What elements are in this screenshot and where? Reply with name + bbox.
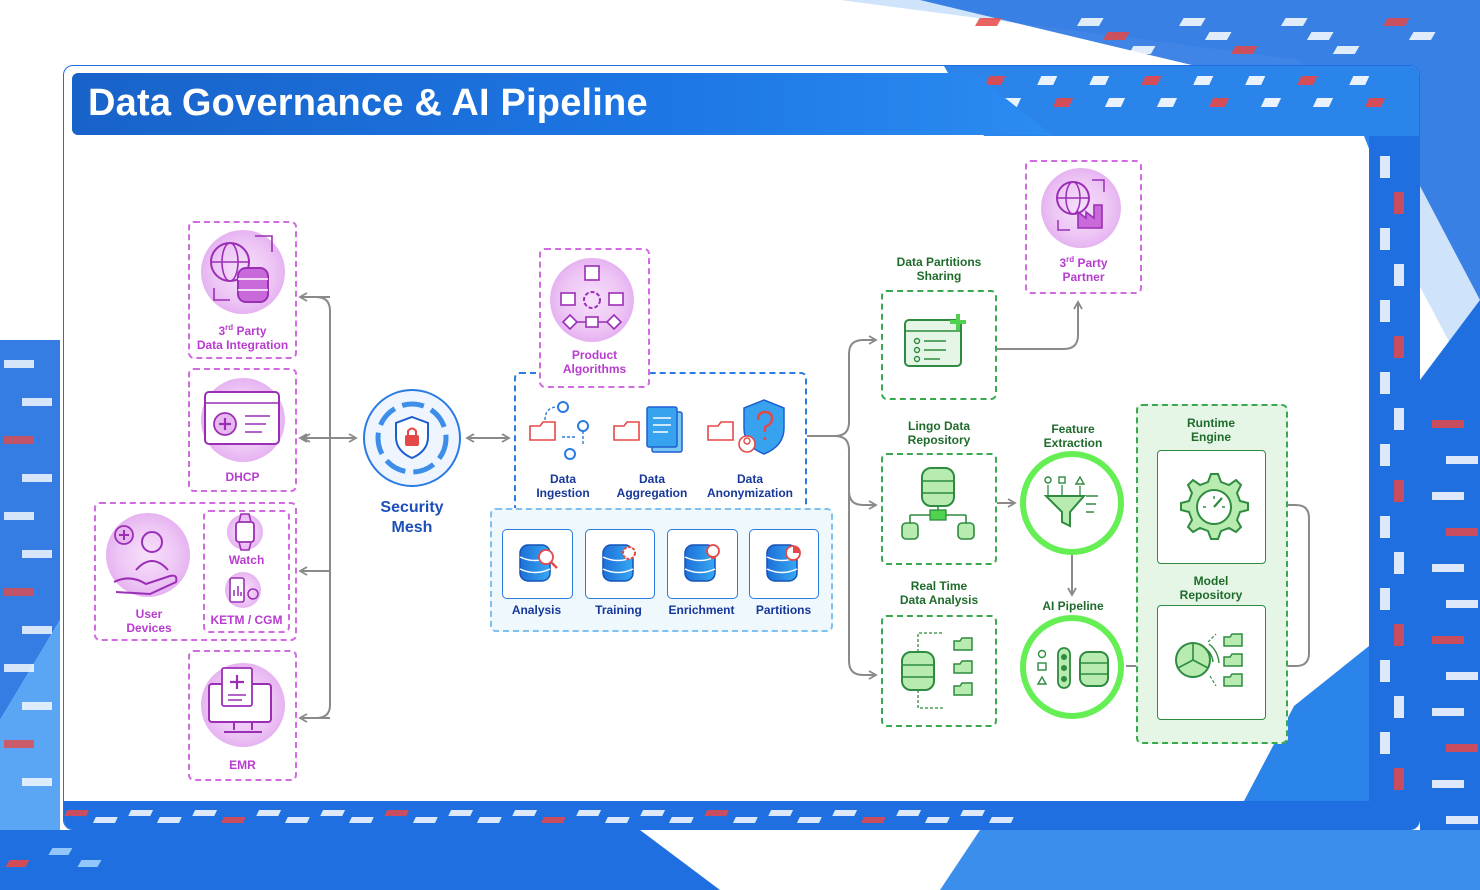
page-title: Data Governance & AI Pipeline — [88, 82, 648, 124]
storage-label-analysis: Analysis — [511, 603, 562, 617]
dhcp-label: DHCP — [225, 470, 260, 484]
watch-label: Watch — [228, 553, 265, 567]
title-bar: Data Governance & AI Pipeline — [72, 73, 1052, 135]
arrow-to-third-party-partner — [996, 300, 1083, 350]
third-party-partner-label: 3rd Party Partner — [1059, 255, 1108, 285]
arrow-model-to-runtime — [1266, 500, 1310, 667]
storage-card-partitions[interactable] — [749, 529, 819, 599]
arrow-to-data-partitions — [834, 335, 878, 437]
realtime-analysis-card[interactable] — [881, 615, 997, 727]
third-party-integration-label: 3rd Party Data Integration — [196, 323, 289, 353]
storage-label-enrichment: Enrichment — [668, 603, 735, 617]
storage-label-training: Training — [595, 603, 642, 617]
lingo-repository-card[interactable] — [881, 453, 997, 565]
storage-label-partitions: Partitions — [755, 603, 812, 617]
arrow-to-lingo-repository — [834, 435, 878, 510]
model-repository-card[interactable] — [1157, 605, 1266, 720]
ketm-cgm-label: KETM / CGM — [210, 613, 283, 627]
storage-card-training[interactable] — [585, 529, 655, 599]
storage-card-analysis[interactable] — [502, 529, 573, 599]
emr-label: EMR — [229, 758, 256, 772]
runtime-engine-card[interactable] — [1157, 450, 1266, 564]
ai-pipeline-label: AI Pipeline — [1042, 599, 1104, 613]
source-bus-line — [315, 296, 331, 719]
storage-card-enrichment[interactable] — [667, 529, 738, 599]
data-partitions-card[interactable] — [881, 290, 997, 400]
arrow-to-realtime-analysis — [848, 490, 878, 680]
panel-frame-decoration — [64, 66, 1419, 829]
